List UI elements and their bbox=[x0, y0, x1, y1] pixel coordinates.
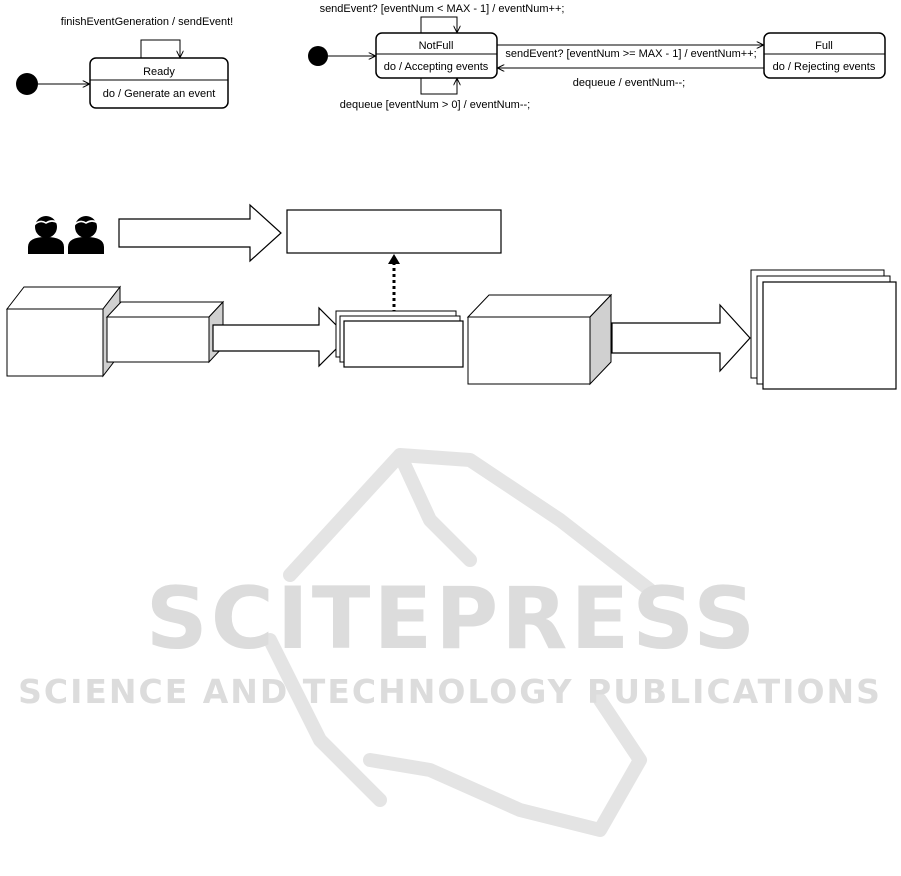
watermark-subtitle: SCIENCE AND TECHNOLOGY PUBLICATIONS bbox=[18, 672, 882, 711]
notfull-self-transition-bottom bbox=[420, 78, 457, 95]
block-arrow-to-queue bbox=[212, 306, 349, 368]
state-full-name: Full bbox=[815, 40, 833, 52]
dotted-connector-head bbox=[388, 254, 400, 264]
notfull-to-full-label: sendEvent? [eventNum >= MAX - 1] / event… bbox=[505, 48, 756, 60]
right-3d-box bbox=[466, 293, 613, 386]
top-box bbox=[286, 209, 502, 254]
architecture-diagram bbox=[5, 203, 897, 390]
state-ready bbox=[89, 57, 229, 109]
middle-left-3d-box bbox=[105, 300, 225, 364]
state-notfull-activity: do / Accepting events bbox=[384, 61, 489, 73]
notfull-self-transition-bottom-label: dequeue [eventNum > 0] / eventNum--; bbox=[340, 99, 530, 111]
block-arrow-to-output bbox=[611, 303, 751, 373]
stacked-output-pages bbox=[750, 269, 897, 390]
initial-state-dot bbox=[308, 46, 328, 66]
notfull-self-transition-top bbox=[420, 16, 457, 33]
state-ready-activity: do / Generate an event bbox=[103, 88, 216, 100]
state-full bbox=[763, 32, 886, 79]
state-notfull-name: NotFull bbox=[419, 40, 454, 52]
initial-state-dot bbox=[16, 73, 38, 95]
left-3d-box bbox=[5, 285, 122, 378]
state-ready-name: Ready bbox=[143, 66, 175, 78]
stacked-queue-boxes bbox=[335, 310, 464, 368]
state-full-activity: do / Rejecting events bbox=[773, 61, 876, 73]
full-to-notfull-label: dequeue / eventNum--; bbox=[573, 77, 686, 89]
ready-self-transition bbox=[140, 39, 180, 58]
watermark-book-graphic bbox=[263, 448, 657, 837]
generator-statechart: Ready do / Generate an event finishEvent… bbox=[16, 16, 233, 109]
watermark: SCITEPRESS SCIENCE AND TECHNOLOGY PUBLIC… bbox=[18, 448, 882, 837]
person-icon bbox=[28, 216, 64, 254]
block-arrow-users-to-box bbox=[118, 203, 282, 263]
notfull-self-transition-top-label: sendEvent? [eventNum < MAX - 1] / eventN… bbox=[320, 3, 565, 15]
ready-self-transition-label: finishEventGeneration / sendEvent! bbox=[61, 16, 233, 28]
queue-statechart: NotFull do / Accepting events Full do / … bbox=[308, 3, 886, 111]
watermark-title: SCITEPRESS bbox=[146, 569, 758, 669]
state-notfull bbox=[375, 32, 498, 79]
person-icon bbox=[68, 216, 104, 254]
